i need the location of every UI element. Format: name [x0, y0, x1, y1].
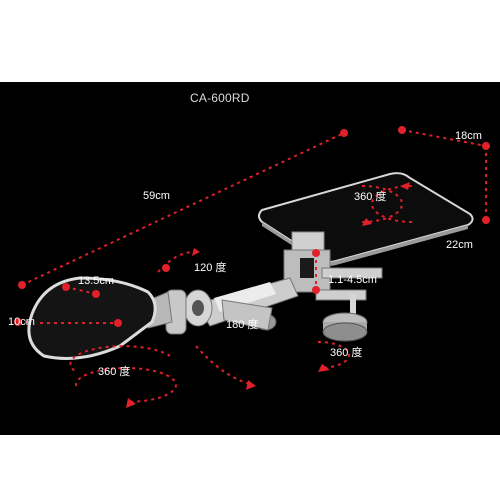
pad-depth-label: 22cm	[446, 239, 473, 251]
arm-rest-cushion	[27, 276, 157, 360]
rest-width-label: 10cm	[8, 316, 35, 328]
total-length-label: 59cm	[143, 190, 170, 202]
rotation-arrowheads	[126, 182, 410, 408]
rest-rotation-label: 360 度	[98, 366, 131, 378]
clamp-rotation-label: 360 度	[330, 347, 363, 359]
pad-rotation-label: 360 度	[354, 191, 387, 203]
elbow-tilt-label: 120 度	[194, 262, 227, 274]
clamp-range-label: 1.1-4.5cm	[328, 274, 377, 286]
arm-links	[139, 277, 299, 335]
pad-width-label: 18cm	[455, 130, 482, 142]
dimension-lines	[18, 129, 487, 403]
rest-length-label: 13.5cm	[78, 275, 115, 287]
dimension-endpoints	[14, 126, 490, 327]
joint-swing-label: 180 度	[226, 319, 259, 331]
arm-rest-illustration	[14, 126, 490, 408]
product-diagram-panel: CA-600RD 59cm 18cm 22cm 360 度 13.5cm 10c…	[0, 82, 500, 435]
desk-clamp	[283, 231, 383, 342]
model-number: CA-600RD	[190, 91, 250, 105]
